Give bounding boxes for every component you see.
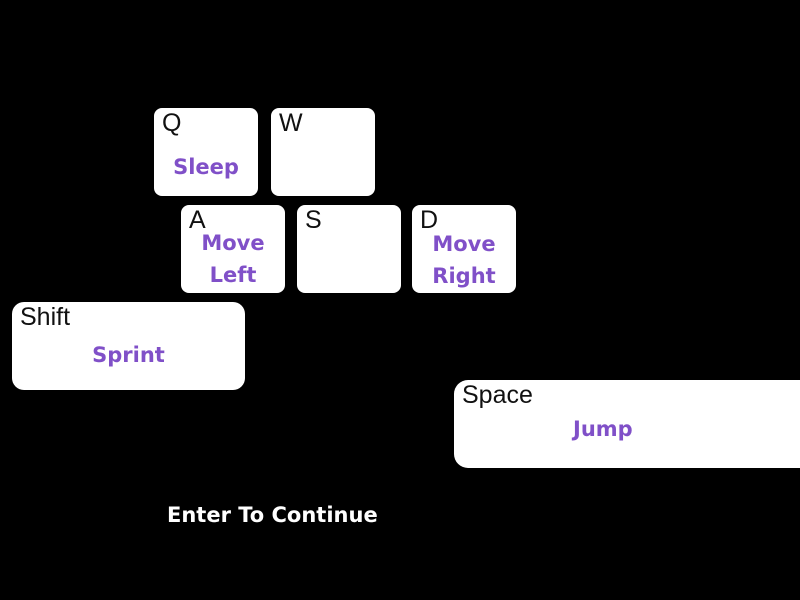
key-a: A Move Left (181, 205, 285, 293)
key-q: Q Sleep (154, 108, 258, 196)
key-a-action-line2: Left (209, 263, 257, 287)
key-a-action-line1: Move (201, 231, 265, 255)
key-a-action: Move Left (181, 227, 285, 291)
key-space-letter: Space (462, 381, 533, 409)
key-d: D Move Right (412, 205, 516, 293)
key-d-action-line2: Right (432, 264, 496, 288)
key-shift-letter: Shift (20, 303, 71, 331)
key-d-action: Move Right (412, 228, 516, 292)
key-shift: Shift Sprint (12, 302, 245, 390)
key-s: S (297, 205, 401, 293)
continue-prompt[interactable]: Enter To Continue (167, 503, 378, 527)
key-a-letter: A (189, 206, 206, 234)
key-space: Space Jump (454, 380, 800, 468)
key-space-action: Jump (573, 417, 633, 441)
key-w: W (271, 108, 375, 196)
key-shift-action: Sprint (92, 343, 165, 367)
key-d-letter: D (420, 206, 439, 234)
key-q-letter: Q (162, 109, 182, 137)
key-d-action-line1: Move (432, 232, 496, 256)
key-w-letter: W (279, 109, 303, 137)
key-q-action: Sleep (173, 155, 239, 179)
key-s-letter: S (305, 206, 322, 234)
